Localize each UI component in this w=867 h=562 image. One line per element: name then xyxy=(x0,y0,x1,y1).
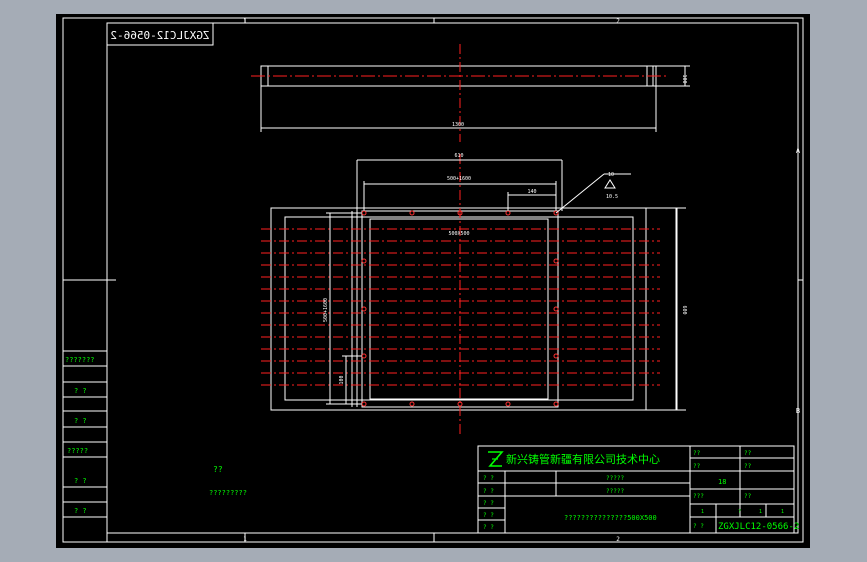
note-2: ????????? xyxy=(209,489,247,497)
left-strip-text-3: ? ? xyxy=(74,417,87,425)
title-left-r1: ? ? xyxy=(483,475,494,482)
left-strip-text-2: ? ? xyxy=(74,387,87,395)
weld-leader xyxy=(555,173,605,214)
mirrored-number-group: ZGXJLC12-0566-2 xyxy=(110,29,209,42)
plan-view: 610 500+1600 140 500X500 500+1600 100 xyxy=(261,153,687,434)
note-1: ?? xyxy=(213,465,223,474)
title-block: 新兴铸管新疆有限公司技术中心 ????? ????? ?????????????… xyxy=(477,445,799,534)
box-inner xyxy=(369,218,549,400)
title-row1-mid: ????? xyxy=(606,475,624,482)
title-left-r5: ? ? xyxy=(483,524,494,531)
title-row2-mid: ????? xyxy=(606,488,624,495)
weld-text: 10 xyxy=(608,172,614,178)
title-right-r3b: ?? xyxy=(744,493,752,500)
zone-label-bottom-1: 1 xyxy=(243,536,247,543)
title-sheet-no: 18 xyxy=(718,478,726,486)
title-left-r3: ? ? xyxy=(483,500,494,507)
title-right-r5: ? ? xyxy=(693,523,704,530)
drawing-canvas[interactable]: 1 2 1 2 A B ZGXJLC12-0566-2 ??????? xyxy=(56,14,810,548)
dim-plan-width: 610 xyxy=(454,153,463,159)
left-strip-text-5: ? ? xyxy=(74,477,87,485)
zone-label-right-a: A xyxy=(796,147,801,155)
title-right-r3a: ??? xyxy=(693,493,704,500)
dim-plan-box: 500X500 xyxy=(448,231,469,237)
top-view: 1300 100 xyxy=(251,44,690,142)
title-left-r4: ? ? xyxy=(483,512,494,519)
mirrored-drawing-number: ZGXJLC12-0566-2 xyxy=(110,29,209,42)
left-strip-text-6: ? ? xyxy=(74,507,87,515)
company-logo-icon xyxy=(488,451,504,467)
mirrored-number-box xyxy=(106,22,214,46)
drawing-svg: 1 2 1 2 A B ZGXJLC12-0566-2 ??????? xyxy=(62,17,804,543)
dim-top-length: 1300 xyxy=(452,122,464,128)
left-strip-text-4: ????? xyxy=(67,447,88,455)
dim-plan-height: 500+1600 xyxy=(323,298,329,322)
plate-inner xyxy=(284,216,634,401)
title-right-r4b: ? xyxy=(738,509,741,515)
plate-outer xyxy=(270,207,678,411)
inner-frame xyxy=(106,22,799,534)
title-right-r2b: ?? xyxy=(744,463,752,470)
title-right-r1b: ?? xyxy=(744,450,752,457)
title-right-r2a: ?? xyxy=(693,463,701,470)
outer-frame xyxy=(62,17,804,543)
dim-plan-overall: 600 xyxy=(681,305,687,314)
title-right-r4d: 1 xyxy=(781,509,784,515)
zone-label-bottom-2: 2 xyxy=(616,536,620,543)
title-left-r2: ? ? xyxy=(483,488,494,495)
title-right-r1a: ?? xyxy=(693,450,701,457)
title-right-r4a: 1 xyxy=(701,509,704,515)
drawing-number: ZGXJLC12-0566-2 xyxy=(718,522,799,532)
dim-plan-inner: 500+1600 xyxy=(447,176,471,182)
size-label: ???????????????500X500 xyxy=(564,514,657,522)
dim-plan-step: 140 xyxy=(527,189,536,195)
zone-label-top-2: 2 xyxy=(616,18,620,25)
weld-triangle-icon xyxy=(604,179,616,189)
left-strip-text-1: ??????? xyxy=(65,356,95,364)
zone-label-top-1: 1 xyxy=(243,18,247,25)
company-name: 新兴铸管新疆有限公司技术中心 xyxy=(506,452,660,466)
bolt-holes xyxy=(361,210,559,407)
title-right-r4c: 1 xyxy=(759,509,762,515)
weld-side-text: 10.5 xyxy=(606,194,618,200)
dim-top-height: 100 xyxy=(681,74,687,83)
dim-plan-small: 100 xyxy=(339,375,345,384)
zone-label-right-b: B xyxy=(796,407,800,415)
